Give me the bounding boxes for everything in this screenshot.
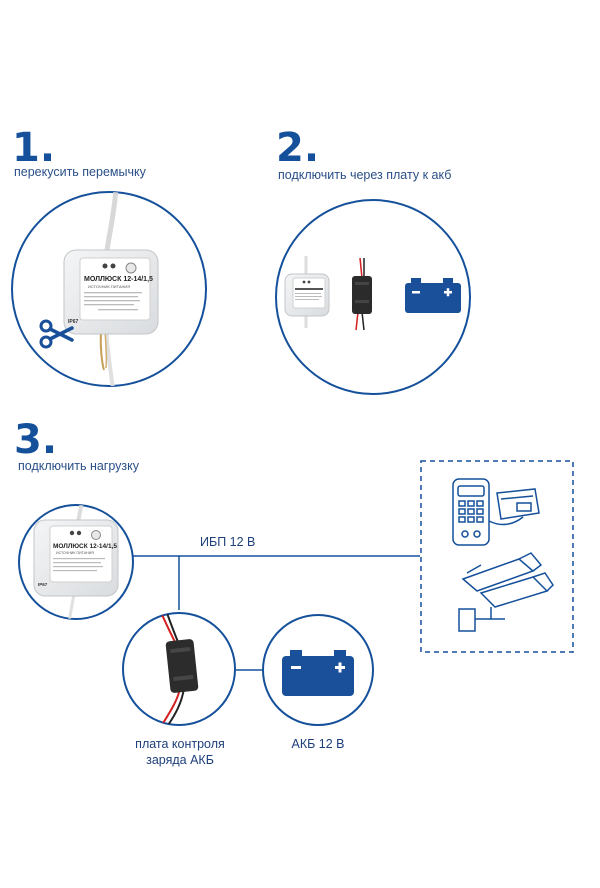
power-supply-device: МОЛЛЮСК 12-14/1,5 ИСТОЧНИК ПИТАНИЯ IP67 <box>33 505 119 619</box>
step-2-number: 2. <box>276 125 320 171</box>
step-1-caption: перекусить перемычку <box>14 165 146 179</box>
battery-icon <box>282 650 354 696</box>
intercom-panel-icon <box>452 478 490 546</box>
battery-circle <box>262 614 374 726</box>
power-supply-device: МОЛЛЮСК 12-14/1,5 ИСТОЧНИК ПИТАНИЯ IP67 <box>63 249 159 335</box>
step-2-caption: подключить через плату к акб <box>278 168 452 182</box>
scissors-icon <box>39 319 74 349</box>
cable-bottom <box>104 327 116 386</box>
svg-text:МОЛЛЮСК 12-14/1,5: МОЛЛЮСК 12-14/1,5 <box>53 543 117 550</box>
step-3-caption: подключить нагрузку <box>18 459 140 473</box>
device-ip: IP67 <box>68 319 79 325</box>
power-supply-device-small <box>284 256 330 328</box>
door-lock-icon <box>488 488 540 526</box>
step-2-circle <box>275 199 471 395</box>
charge-board-circle <box>122 612 236 726</box>
cctv-camera-icon <box>458 552 554 632</box>
device-subtitle: ИСТОЧНИК ПИТАНИЯ <box>88 284 130 289</box>
charge-board-label: плата контроля заряда АКБ <box>110 736 250 768</box>
step-1-circle: МОЛЛЮСК 12-14/1,5 ИСТОЧНИК ПИТАНИЯ IP67 <box>11 191 207 387</box>
svg-text:IP67: IP67 <box>38 582 48 587</box>
ups-line-label: ИБП 12 В <box>200 535 256 549</box>
load-devices-box <box>420 460 574 653</box>
load-devices <box>452 478 554 632</box>
step-1-number: 1. <box>12 125 56 171</box>
battery-icon-small <box>405 278 461 313</box>
charge-control-board <box>352 257 372 331</box>
charge-board-label-line1: плата контроля <box>135 737 225 751</box>
svg-text:ИСТОЧНИК ПИТАНИЯ: ИСТОЧНИК ПИТАНИЯ <box>56 551 94 555</box>
device-brand: МОЛЛЮСК 12-14/1,5 <box>84 276 153 283</box>
step-3-device-circle: МОЛЛЮСК 12-14/1,5 ИСТОЧНИК ПИТАНИЯ IP67 <box>18 504 134 620</box>
step-3-number: 3. <box>14 417 58 463</box>
battery-label: АКБ 12 В <box>291 737 345 751</box>
charge-board-label-line2: заряда АКБ <box>146 753 214 767</box>
jumper-wire <box>99 330 105 371</box>
